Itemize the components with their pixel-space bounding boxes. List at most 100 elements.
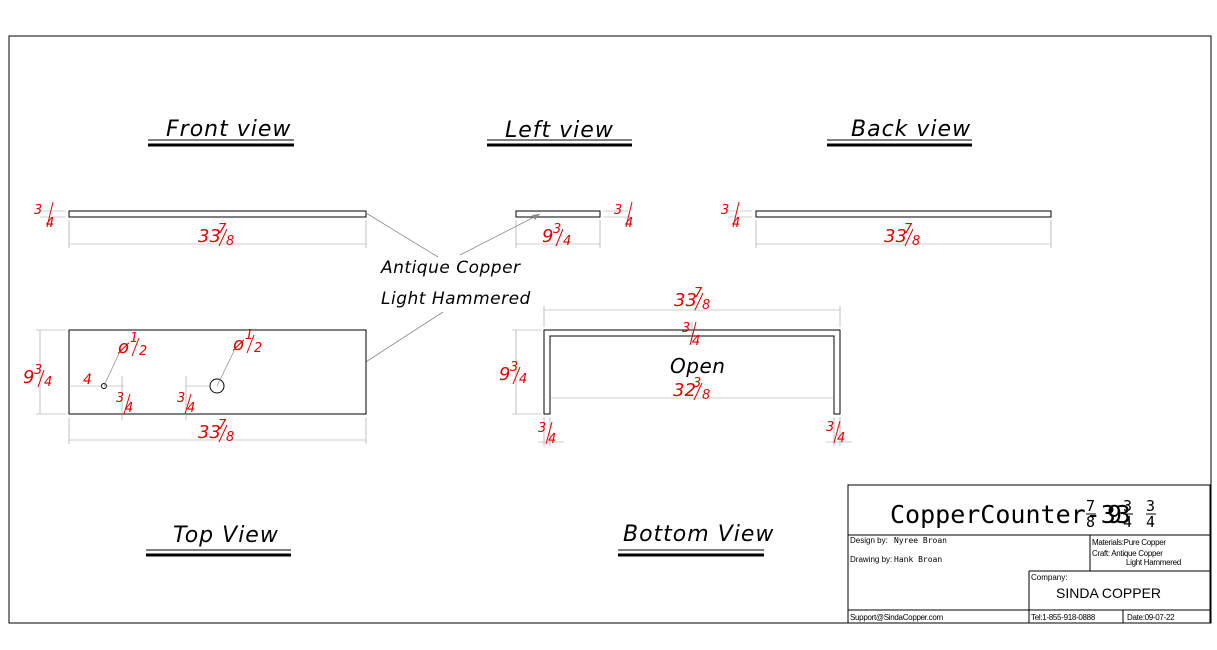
svg-text:Bottom View: Bottom View xyxy=(623,522,774,547)
svg-text:4: 4 xyxy=(732,216,740,231)
left-view xyxy=(515,210,628,248)
svg-text:Front view: Front view xyxy=(166,117,291,142)
svg-text:4: 4 xyxy=(625,216,633,231)
bottom-inner-dim: 32 3 8 xyxy=(673,376,710,403)
bottom-length-dim: 33 7 8 xyxy=(674,286,710,313)
svg-text:7: 7 xyxy=(218,222,227,237)
svg-text:4: 4 xyxy=(548,432,556,447)
svg-text:4: 4 xyxy=(1146,513,1155,531)
svg-text:3: 3 xyxy=(721,203,729,218)
svg-text:33: 33 xyxy=(198,226,221,247)
svg-text:3: 3 xyxy=(177,391,185,406)
back-length-dim: 33 7 8 xyxy=(884,222,920,249)
back-view xyxy=(728,210,1052,248)
svg-text:8: 8 xyxy=(702,298,710,313)
svg-text:ø: ø xyxy=(232,334,245,355)
svg-text:3: 3 xyxy=(682,321,690,336)
svg-text:3: 3 xyxy=(693,376,701,391)
svg-text:33: 33 xyxy=(198,422,221,443)
svg-text:Back view: Back view xyxy=(851,117,971,142)
front-view xyxy=(40,210,367,248)
top-length-dim: 33 7 8 xyxy=(198,418,234,445)
svg-text:4: 4 xyxy=(125,401,133,416)
svg-text:8: 8 xyxy=(226,430,234,445)
svg-text:3: 3 xyxy=(1146,497,1155,515)
view-title-left: Left view xyxy=(487,118,632,147)
svg-text:3: 3 xyxy=(116,391,124,406)
company-label: Company: xyxy=(1031,573,1067,582)
svg-text:8: 8 xyxy=(226,234,234,249)
front-thickness-dim: 3 4 xyxy=(34,201,54,231)
svg-text:33: 33 xyxy=(884,226,907,247)
svg-text:3: 3 xyxy=(826,420,834,435)
finish-note-line2: Light Hammered xyxy=(381,289,531,309)
svg-text:3: 3 xyxy=(538,421,546,436)
support-email: Support@SindaCopper.com xyxy=(850,613,943,622)
view-title-back: Back view xyxy=(827,117,972,147)
front-view-outline xyxy=(68,210,367,218)
svg-text:7: 7 xyxy=(1086,497,1095,515)
date-text: Date:09-07-22 xyxy=(1127,613,1175,622)
tel-number: Tel:1-855-918-0888 xyxy=(1031,613,1096,622)
svg-text:Left view: Left view xyxy=(505,118,614,143)
svg-text:4: 4 xyxy=(563,234,571,249)
svg-text:7: 7 xyxy=(694,286,703,301)
drawing-border xyxy=(8,35,1212,624)
svg-text:8: 8 xyxy=(702,388,710,403)
bottom-leg-right-dim: 3 4 xyxy=(826,420,845,446)
back-thickness-dim: 3 4 xyxy=(721,201,740,231)
drawing-label: Drawing by: xyxy=(850,555,892,564)
bottom-view xyxy=(512,306,852,446)
svg-text:2: 2 xyxy=(254,341,262,356)
svg-text:ø: ø xyxy=(117,337,130,358)
top-view xyxy=(36,329,367,444)
svg-text:4: 4 xyxy=(519,372,527,387)
bottom-view-outline xyxy=(543,329,841,415)
svg-text:32: 32 xyxy=(673,380,696,401)
svg-text:Top View: Top View xyxy=(173,523,279,548)
top-view-outline xyxy=(68,329,367,415)
svg-text:4: 4 xyxy=(1123,513,1132,531)
hole-offset-dim: 4 xyxy=(83,372,92,388)
bottom-leg-left-dim: 3 4 xyxy=(538,421,556,447)
craft-line1: Craft: Antique Copper xyxy=(1092,549,1163,558)
bottom-height-dim: 9 3 4 xyxy=(499,360,527,387)
svg-text:4: 4 xyxy=(46,216,54,231)
design-value: Nyree Broan xyxy=(894,536,947,545)
svg-text:7: 7 xyxy=(218,418,227,433)
svg-text:3: 3 xyxy=(34,363,42,378)
hole-large-diameter-dim: ø 1 2 xyxy=(232,328,262,356)
svg-text:9: 9 xyxy=(23,367,34,388)
svg-text:4: 4 xyxy=(837,431,845,446)
svg-text:9: 9 xyxy=(1107,500,1122,529)
svg-text:3: 3 xyxy=(1123,497,1132,515)
title-block-title: CopperCounter-33 7 8 9 3 4 3 4 xyxy=(890,497,1156,531)
left-view-outline xyxy=(515,210,601,218)
svg-text:3: 3 xyxy=(553,222,561,237)
top-width-dim: 9 3 4 xyxy=(23,363,52,390)
open-label: Open xyxy=(670,354,725,378)
svg-text:3: 3 xyxy=(510,360,518,375)
view-title-top: Top View xyxy=(146,523,291,557)
svg-text:4: 4 xyxy=(692,334,700,349)
bottom-wall-thickness-dim: 3 4 xyxy=(682,321,700,349)
left-width-dim: 9 3 4 xyxy=(542,222,571,249)
svg-text:9: 9 xyxy=(542,226,553,247)
svg-text:33: 33 xyxy=(674,290,697,311)
svg-text:8: 8 xyxy=(912,234,920,249)
view-title-bottom: Bottom View xyxy=(618,522,774,557)
svg-text:2: 2 xyxy=(139,344,147,359)
front-length-dim: 33 7 8 xyxy=(198,222,234,249)
craft-line2: Light Hammered xyxy=(1126,558,1181,567)
hole-small-offset-dim: 3 4 xyxy=(116,391,133,416)
drawing-value: Hank Broan xyxy=(894,555,942,564)
hole-large-offset-dim: 3 4 xyxy=(177,391,195,416)
svg-text:4: 4 xyxy=(44,375,52,390)
svg-text:1: 1 xyxy=(245,328,253,343)
design-label: Design by: xyxy=(850,536,888,545)
company-name: SINDA COPPER xyxy=(1056,585,1161,601)
svg-text:4: 4 xyxy=(187,401,195,416)
hole-small-diameter-dim: ø 1 2 xyxy=(117,331,147,359)
svg-text:9: 9 xyxy=(499,364,510,385)
